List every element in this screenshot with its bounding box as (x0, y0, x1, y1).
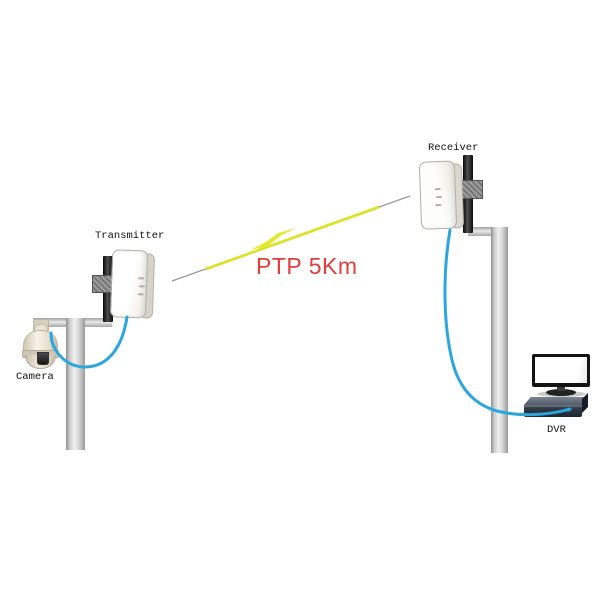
antenna-front-face (109, 249, 149, 319)
antenna-led-dash (435, 204, 442, 207)
camera-label: Camera (16, 371, 54, 383)
dvr-box-icon (524, 405, 582, 417)
transmitter-label: Transmitter (95, 230, 165, 242)
transmitter-antenna-icon (109, 249, 156, 319)
antenna-led-dash (434, 188, 441, 191)
left-pole (66, 318, 85, 450)
antenna-led-dash (436, 195, 443, 199)
receiver-label: Receiver (428, 142, 479, 154)
lightning-bolt-icon (262, 228, 296, 245)
antenna-led-dash (138, 277, 145, 280)
receiver-antenna-icon (418, 160, 465, 230)
monitor-screen (535, 357, 587, 383)
monitor-icon (532, 354, 590, 387)
dvr-top-face (524, 397, 589, 405)
dvr-side-face (582, 393, 588, 413)
dvr-led-icon (566, 409, 570, 411)
camera-lens-icon (37, 352, 49, 365)
dvr-front-strip (524, 405, 582, 407)
dvr-label: DVR (547, 424, 566, 436)
antenna-led-dash (138, 285, 145, 288)
antenna-led-dash (137, 293, 144, 296)
right-pole (491, 227, 508, 453)
link-distance-label: PTP 5Km (256, 253, 358, 279)
lightning-bolt-icon (250, 233, 284, 250)
